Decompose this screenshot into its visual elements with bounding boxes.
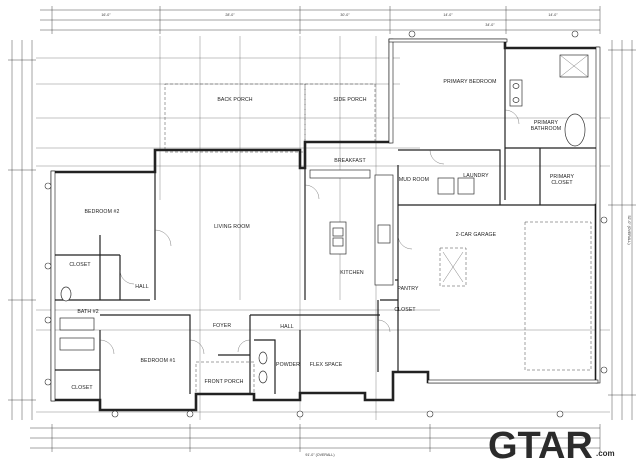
wall-hatching [50,38,601,402]
logo-text: GTAR [488,425,593,460]
label-mud-room: MUD ROOM [399,177,429,183]
label-closet-lower: CLOSET [71,385,93,391]
label-hall-center: HALL [280,324,293,330]
reference-grid [36,36,610,420]
label-side-porch: SIDE PORCH [333,97,366,103]
label-kitchen: KITCHEN [340,270,364,276]
label-breakfast: BREAKFAST [334,158,366,164]
dim-top-4: 14'-0" [443,13,453,17]
label-bedroom-2: BEDROOM #2 [84,209,119,215]
garage-details [439,221,592,371]
dim-top-3: 30'-0" [340,13,350,17]
label-foyer: FOYER [213,323,232,329]
dim-top-1: 16'-0" [101,13,111,17]
label-closet-upper: CLOSET [69,262,91,268]
label-living-room: LIVING ROOM [214,224,250,230]
label-powder: POWDER [276,362,300,368]
dim-top-2: 28'-0" [225,13,235,17]
dimension-lines: 16'-0" 28'-0" 30'-0" 14'-0" 34'-0" 14'-0… [8,6,636,457]
label-garage: 2-CAR GARAGE [456,232,497,238]
label-closet-right: CLOSET [394,307,416,313]
label-primary-bedroom: PRIMARY BEDROOM [443,79,496,85]
label-pantry: PANTRY [397,286,419,292]
gtar-logo-watermark: GTAR .com [488,425,615,460]
label-bedroom-1: BEDROOM #1 [140,358,175,364]
dim-top-6: 14'-0" [548,13,558,17]
label-bath-2: BATH #2 [77,309,98,315]
kitchen-fixtures [309,169,394,286]
logo-suffix: .com [596,449,615,458]
grid-bubbles [44,30,608,418]
dim-top-5: 34'-0" [485,23,495,27]
label-back-porch: BACK PORCH [217,97,252,103]
bath-fixtures [59,54,589,384]
label-hall-left: HALL [135,284,148,290]
dim-right-overall: 52'-0" (OVERALL) [627,215,631,244]
dim-bottom-overall: 91'-0" (OVERALL) [305,453,334,457]
label-laundry: LAUNDRY [463,173,489,179]
label-flex-space: FLEX SPACE [310,362,343,368]
room-labels: BACK PORCH SIDE PORCH PRIMARY BEDROOM PR… [69,79,574,391]
label-front-porch: FRONT PORCH [204,379,243,385]
door-swings [99,109,520,355]
